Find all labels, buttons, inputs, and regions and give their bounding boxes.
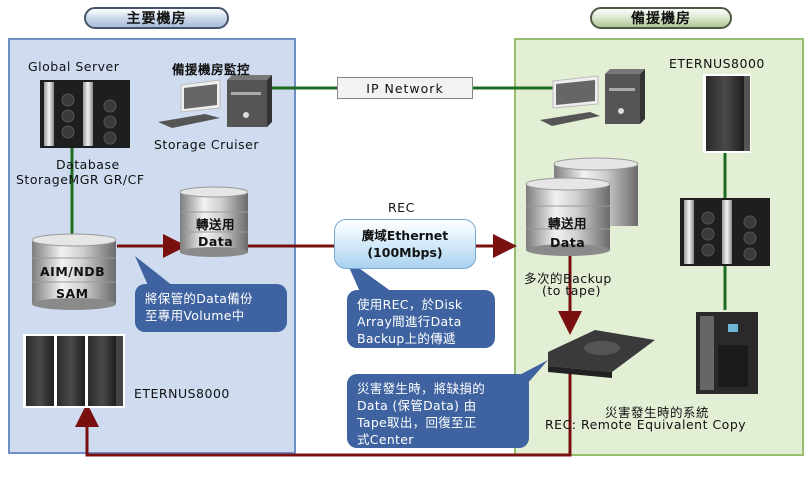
callout-restore-line4: 式Center — [357, 432, 414, 447]
callout-rec-line1: 使用REC，於Disk — [357, 297, 463, 312]
rec-label: REC — [388, 200, 415, 215]
link-tape-restore — [75, 370, 572, 457]
callout-backup-to-volume: 將保管的Data備份 至專用Volume中 — [135, 284, 287, 332]
main-storage-label: ETERNUS8000 — [134, 386, 230, 401]
callout-restore: 災害發生時，將缺損的 Data (保管Data) 由 Tape取出，回復至正 式… — [347, 374, 529, 448]
ip-network-box: IP Network — [337, 77, 473, 99]
backup-transfer-db-line1: 轉送用 — [548, 216, 588, 231]
storage-cruiser-label: Storage Cruiser — [154, 137, 259, 152]
global-server-icon — [40, 80, 130, 148]
callout-backup-line1: 將保管的Data備份 — [145, 291, 253, 306]
ethernet-line2: (100Mbps) — [367, 245, 443, 260]
backup-eternus-storage-icon — [703, 74, 751, 153]
main-site-title: 主要機房 — [84, 7, 229, 29]
monitor-label: 備援機房監控 — [172, 62, 251, 77]
disaster-system-label: 災害發生時的系統 — [605, 405, 710, 420]
database-label: Database — [56, 157, 120, 172]
transfer-db-line2: Data — [198, 234, 234, 249]
backup-transfer-db-line2: Data — [550, 235, 586, 250]
backup-storage-label: ETERNUS8000 — [669, 56, 765, 71]
primary-database-icon — [31, 233, 117, 310]
backup-transfer-database-icon — [525, 157, 639, 256]
monitor-pc-icon — [158, 75, 272, 128]
transfer-database-icon — [179, 186, 249, 257]
backup-site-title: 備援機房 — [590, 7, 732, 29]
rec-full-label: REC: Remote Equivalent Copy — [545, 417, 747, 432]
main-eternus-storage-icon — [23, 334, 125, 408]
transfer-db-line1: 轉送用 — [196, 217, 236, 232]
backup-pc-icon — [540, 69, 645, 126]
callout-rec-line2: Array間進行Data — [357, 314, 462, 329]
callout-rec: 使用REC，於Disk Array間進行Data Backup上的傳遞 — [347, 290, 495, 348]
ethernet-line1: 廣域Ethernet — [361, 228, 449, 243]
primary-db-line2: SAM — [56, 286, 89, 301]
backup-server-icon — [680, 198, 770, 266]
multi-backup-line2: (to tape) — [542, 283, 601, 298]
callout-backup-tail — [135, 256, 178, 290]
callout-rec-line3: Backup上的傳遞 — [357, 331, 456, 346]
callout-restore-line1: 災害發生時，將缺損的 — [357, 381, 486, 396]
callout-restore-line3: Tape取出，回復至正 — [357, 415, 477, 430]
global-server-label: Global Server — [28, 59, 120, 74]
storagemgr-label: StorageMGR GR/CF — [16, 172, 145, 187]
tape-library-icon — [696, 312, 758, 394]
primary-db-line1: AIM/NDB — [40, 264, 106, 279]
wan-ethernet-box: 廣域Ethernet (100Mbps) — [334, 219, 476, 269]
callout-backup-line2: 至專用Volume中 — [145, 308, 245, 323]
tape-drive-icon — [548, 330, 655, 378]
callout-restore-line2: Data (保管Data) 由 — [357, 398, 477, 413]
multi-backup-line1: 多次的Backup — [524, 271, 612, 286]
